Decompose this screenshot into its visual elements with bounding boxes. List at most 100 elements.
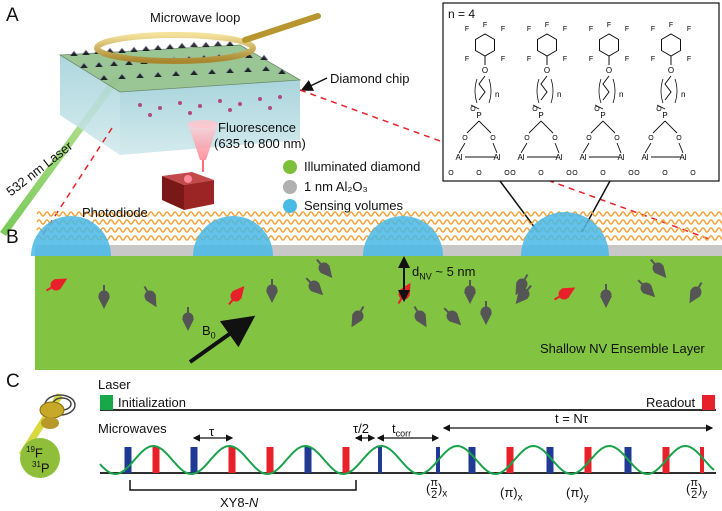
p31-symbol: P	[40, 460, 50, 476]
legend-swatch-sensing	[283, 199, 297, 213]
pulse-y	[228, 447, 236, 473]
nv-spin-gray	[182, 307, 194, 331]
nucleus-graphic	[19, 393, 76, 478]
fluorine-atom-label: F	[589, 26, 593, 33]
tau-label: τ	[209, 424, 215, 439]
photodiode-label: Photodiode	[82, 205, 148, 220]
depth-symbol: d	[412, 264, 420, 279]
oxygen-atom-label: O	[524, 135, 530, 142]
green-diamond-layer	[35, 256, 722, 370]
pulse-y	[506, 447, 514, 473]
oxygen-atom-label: O	[572, 170, 578, 177]
pulse-x	[190, 447, 198, 473]
fluorine-atom-label: F	[563, 56, 567, 63]
oxygen-atom-label: O	[676, 135, 682, 142]
fluorine-atom-label: F	[607, 22, 611, 29]
initialization-label: Initialization	[118, 395, 186, 410]
fluorine-atom-label: F	[669, 22, 673, 29]
aluminum-atom-label: Al	[555, 153, 562, 162]
legend-swatch-illuminated	[283, 160, 297, 174]
fluorine-atom-label: F	[625, 56, 629, 63]
laser-init-pulse	[100, 395, 113, 410]
oxygen-atom-label: O	[482, 66, 488, 75]
t-corr-label: tcorr	[392, 422, 411, 439]
pulse-x	[468, 447, 476, 473]
fluorine-atom-label: F	[465, 56, 469, 63]
microwaves-row-label: Microwaves	[98, 421, 167, 436]
pi2y-sub: y	[702, 488, 708, 500]
legend-label-illuminated: Illuminated diamond	[304, 159, 421, 174]
fluorine-atom-label: F	[465, 26, 469, 33]
depth-subscript: NV	[419, 271, 432, 282]
aluminum-atom-label: Al	[493, 153, 500, 162]
depth-value: ~ 5 nm	[435, 264, 476, 279]
pi2y-den: 2	[691, 487, 698, 501]
panel-letter-a: A	[6, 5, 19, 26]
pulse-x	[378, 447, 382, 473]
aluminum-atom-label: Al	[455, 153, 462, 162]
oxygen-atom-label: O	[594, 106, 600, 113]
oxygen-atom-label: O	[606, 66, 612, 75]
oxygen-atom-label: O	[566, 170, 572, 177]
oxygen-atom-label: O	[634, 170, 640, 177]
b0-subscript: 0	[210, 330, 216, 341]
sensing-volumes	[31, 212, 609, 256]
fluorescence-label-1: Fluorescence	[218, 120, 297, 135]
pulse-x	[546, 447, 554, 473]
phosphorus-atom-label: P	[538, 111, 543, 120]
pulse-label-pi-y: (π)y	[566, 486, 589, 504]
aluminum-atom-label: Al	[579, 153, 586, 162]
oxygen-atom-label: O	[656, 106, 662, 113]
aluminum-atom-label: Al	[517, 153, 524, 162]
oxygen-atom-label: O	[552, 135, 558, 142]
repeat-n-label: n	[557, 90, 561, 99]
p31-mass: 31	[32, 460, 41, 469]
b0-label: B0	[202, 324, 216, 341]
oxygen-atom-label: O	[448, 170, 454, 177]
fluorine-atom-label: F	[651, 56, 655, 63]
microwave-loop-graphic	[94, 13, 321, 64]
panel-letter-c: C	[6, 371, 20, 392]
nv-layer-label: Shallow NV Ensemble Layer	[540, 341, 705, 356]
xy8-text: XY8-	[220, 495, 249, 510]
depth-label: dNV ~ 5 nm	[412, 265, 475, 282]
nv-spin-red	[45, 278, 68, 292]
aluminum-atom-label: Al	[679, 153, 686, 162]
nv-spin-gray	[443, 307, 462, 326]
f19-label: 19F	[26, 446, 43, 460]
p31-label: 31P	[32, 460, 50, 476]
phosphorus-atom-label: P	[600, 111, 605, 120]
panel-letter-b: B	[6, 227, 19, 248]
nv-spin-red	[553, 287, 576, 301]
oxygen-atom-label: O	[628, 170, 634, 177]
oxygen-atom-label: O	[614, 135, 620, 142]
fluorine-atom-label: F	[651, 26, 655, 33]
nv-spin-gray	[413, 305, 427, 328]
nv-spin-gray	[689, 281, 703, 304]
pix-sub: x	[517, 492, 523, 504]
photodiode-graphic	[162, 172, 214, 210]
pulse-y	[584, 447, 592, 473]
nv-spin-gray	[637, 279, 656, 298]
nv-spin-gray	[650, 258, 667, 278]
fluorine-atom-label: F	[527, 26, 531, 33]
nv-spins	[45, 258, 703, 331]
xy8-bracket	[129, 480, 357, 491]
legend-label-al2o3: 1 nm Al₂O₃	[304, 179, 368, 194]
pi2x-num: π	[430, 477, 438, 489]
repeat-n-label: n	[681, 90, 685, 99]
fluorine-atom-label: F	[527, 56, 531, 63]
nv-spin-gray	[266, 279, 278, 303]
fluorine-atom-label: F	[625, 26, 629, 33]
t-total-label: t = Nτ	[555, 411, 588, 426]
pix-text: (π)	[500, 485, 518, 500]
oxygen-atom-label: O	[532, 106, 538, 113]
oxygen-atom-label: O	[476, 170, 482, 177]
laser-readout-pulse	[702, 395, 715, 410]
b0-arrow	[188, 315, 256, 364]
phosphorus-atom-label: P	[662, 111, 667, 120]
